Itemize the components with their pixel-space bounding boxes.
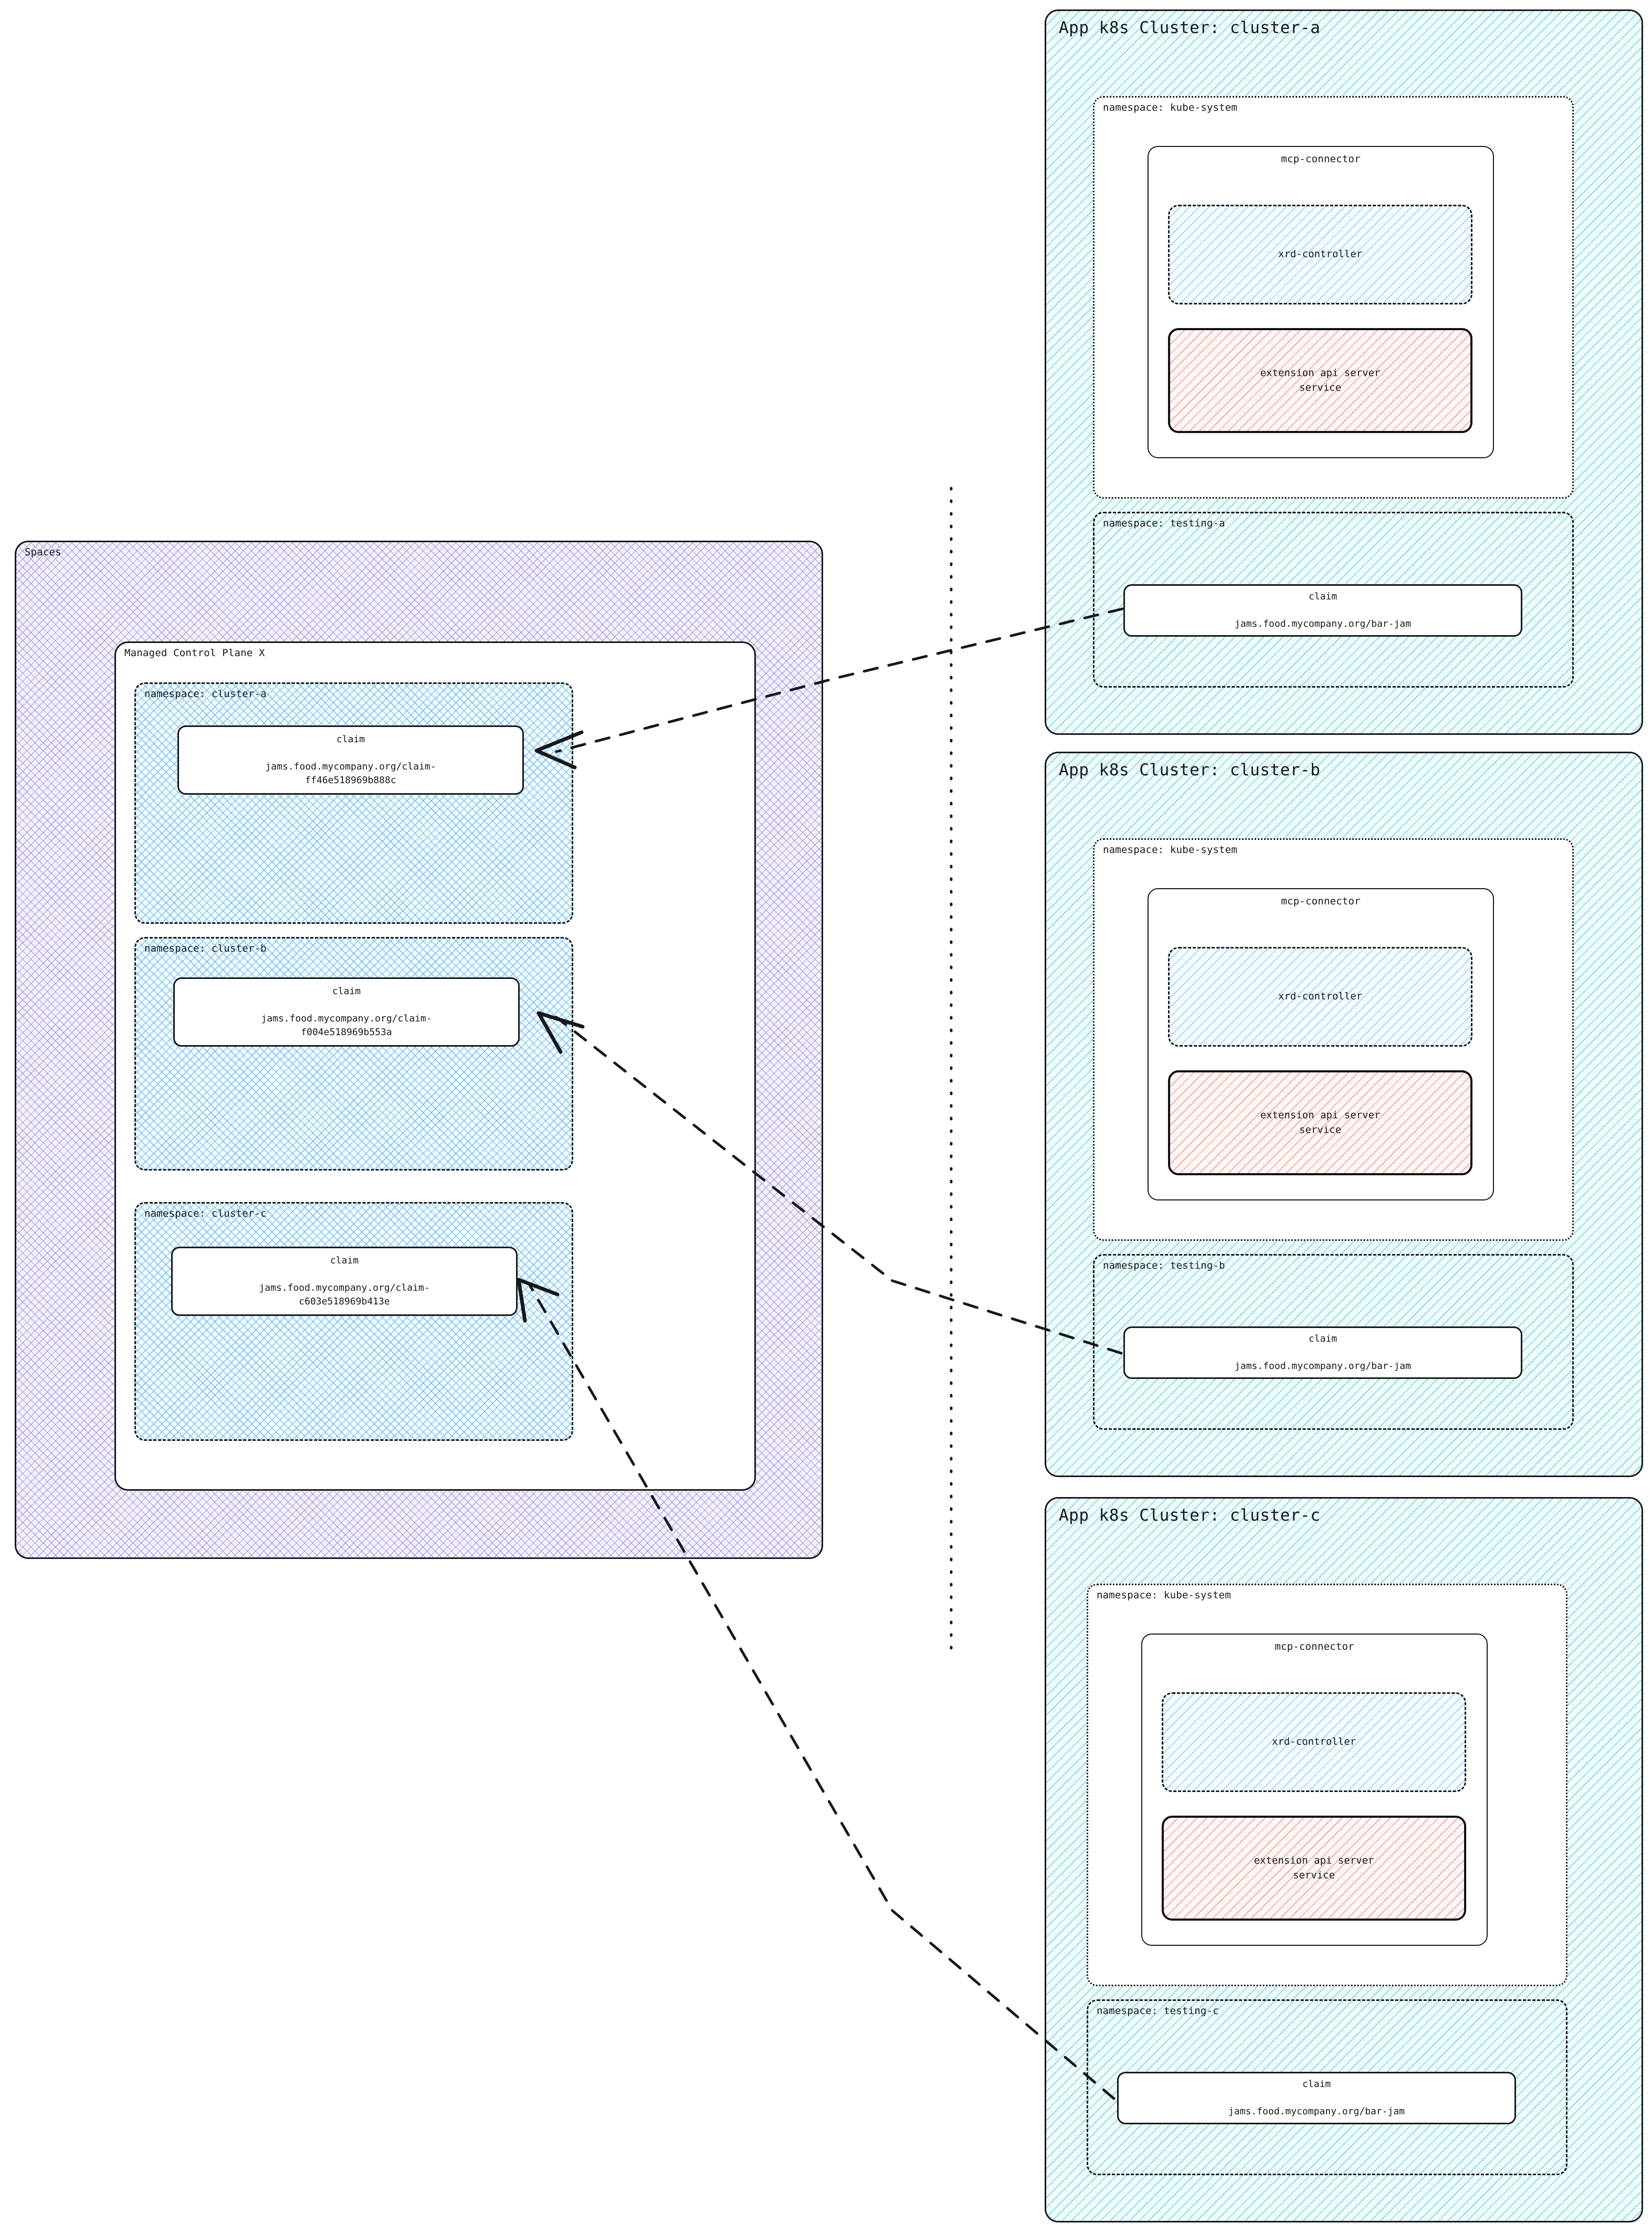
cluster-b-testing-claim-kind: claim [1308,1333,1338,1344]
cluster-a-extension-api-server: extension api server service [1168,328,1472,433]
app-cluster-c-title: App k8s Cluster: cluster-c [1059,1506,1321,1525]
app-cluster-a-title: App k8s Cluster: cluster-a [1059,18,1321,37]
mcp-namespace-cluster-b: namespace: cluster-b [134,937,573,1171]
cluster-a-xrd-controller: xrd-controller [1168,205,1472,304]
cluster-c-xrd-controller-label: xrd-controller [1271,1736,1356,1748]
mcp-claim-cluster-a-ref: jams.food.mycompany.org/claim- ff46e5189… [265,761,436,786]
mcp-claim-cluster-c-kind: claim [330,1255,359,1266]
cluster-a-testing-claim-ref: jams.food.mycompany.org/bar-jam [1235,618,1411,630]
cluster-a-testing-namespace-label: namespace: testing-a [1103,518,1225,529]
mcp-claim-cluster-a-kind: claim [336,733,365,745]
cluster-c-testing-claim-text: claim jams.food.mycompany.org/bar-jam [1119,2078,1514,2119]
cluster-c-testing-claim-ref: jams.food.mycompany.org/bar-jam [1228,2106,1405,2117]
mcp-namespace-cluster-c-label: namespace: cluster-c [144,1208,267,1219]
app-cluster-b-title: App k8s Cluster: cluster-b [1059,761,1321,779]
mcp-claim-cluster-b-kind: claim [332,985,361,997]
cluster-c-testing-claim: claim jams.food.mycompany.org/bar-jam [1117,2072,1516,2124]
cluster-b-testing-claim-text: claim jams.food.mycompany.org/bar-jam [1125,1332,1521,1373]
cluster-a-kube-system-label: namespace: kube-system [1103,102,1238,113]
cluster-a-testing-claim: claim jams.food.mycompany.org/bar-jam [1123,584,1522,637]
cluster-c-mcp-connector-label: mcp-connector [1275,1641,1354,1652]
cluster-b-testing-claim-ref: jams.food.mycompany.org/bar-jam [1235,1361,1411,1372]
mcp-claim-cluster-b-text: claim jams.food.mycompany.org/claim- f00… [175,985,518,1039]
cluster-b-mcp-connector-label: mcp-connector [1281,895,1361,907]
mcp-claim-cluster-a: claim jams.food.mycompany.org/claim- ff4… [177,725,524,795]
cluster-a-testing-claim-kind: claim [1308,591,1338,602]
cluster-b-kube-system-label: namespace: kube-system [1103,844,1238,856]
cluster-c-kube-system-label: namespace: kube-system [1097,1589,1232,1601]
cluster-c-xrd-controller: xrd-controller [1162,1692,1466,1792]
cluster-b-testing-namespace-label: namespace: testing-b [1103,1260,1225,1271]
cluster-b-xrd-controller: xrd-controller [1168,947,1472,1047]
cluster-a-mcp-connector-label: mcp-connector [1281,153,1361,165]
cluster-c-testing-namespace-label: namespace: testing-c [1097,2005,1219,2017]
managed-control-plane-label: Managed Control Plane X [124,647,265,659]
cluster-c-extension-api-server: extension api server service [1162,1816,1466,1921]
cluster-a-testing-claim-text: claim jams.food.mycompany.org/bar-jam [1125,590,1521,631]
cluster-b-xrd-controller-label: xrd-controller [1278,990,1363,1003]
cluster-a-extension-api-server-label: extension api server service [1260,367,1381,393]
mcp-namespace-cluster-b-label: namespace: cluster-b [144,943,267,954]
mcp-namespace-cluster-a: namespace: cluster-a [134,682,573,924]
mcp-claim-cluster-c-text: claim jams.food.mycompany.org/claim- c60… [173,1254,516,1309]
mcp-claim-cluster-b-ref: jams.food.mycompany.org/claim- f004e5189… [261,1013,432,1038]
mcp-claim-cluster-a-text: claim jams.food.mycompany.org/claim- ff4… [179,733,522,787]
mcp-claim-cluster-b: claim jams.food.mycompany.org/claim- f00… [173,977,520,1047]
cluster-b-extension-api-server: extension api server service [1168,1070,1472,1175]
mcp-namespace-cluster-c: namespace: cluster-c [134,1202,573,1441]
cluster-b-testing-claim: claim jams.food.mycompany.org/bar-jam [1123,1326,1522,1379]
cluster-a-xrd-controller-label: xrd-controller [1278,248,1363,260]
mcp-claim-cluster-c-ref: jams.food.mycompany.org/claim- c603e5189… [259,1282,430,1308]
spaces-label: Spaces [25,546,61,558]
mcp-namespace-cluster-a-label: namespace: cluster-a [144,688,267,700]
mcp-claim-cluster-c: claim jams.food.mycompany.org/claim- c60… [171,1247,518,1316]
cluster-c-testing-claim-kind: claim [1302,2078,1331,2090]
cluster-c-extension-api-server-label: extension api server service [1254,1854,1374,1881]
cluster-b-extension-api-server-label: extension api server service [1260,1109,1381,1135]
